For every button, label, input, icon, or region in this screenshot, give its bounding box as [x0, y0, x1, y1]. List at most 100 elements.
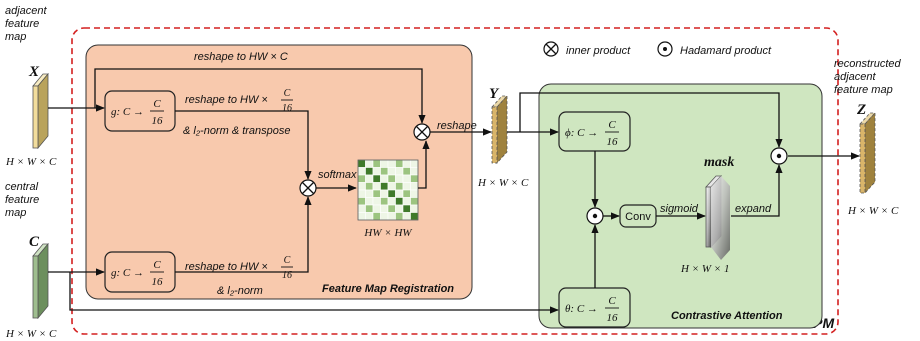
matrix-cell — [410, 189, 419, 198]
matrix-cell — [372, 189, 381, 198]
theta-den: 16 — [607, 312, 619, 324]
matrix-cell — [402, 167, 411, 176]
hadamard-icon — [586, 207, 604, 225]
adjacent-dims: H × W × C — [5, 156, 57, 168]
connectors — [48, 68, 860, 314]
bottom-g-prefix: g: C → — [111, 267, 144, 279]
matrix-cell — [402, 174, 411, 183]
fmr-panel — [85, 44, 473, 300]
output-caption-line: adjacent — [834, 71, 877, 83]
central-caption: central feature map — [5, 181, 39, 219]
matrix-cell — [402, 204, 411, 213]
central-caption-line: feature — [5, 194, 39, 206]
matrix-cell — [365, 212, 374, 221]
matrix-cell — [365, 204, 374, 213]
matrix-cell — [402, 197, 411, 206]
matrix-cell — [387, 212, 396, 221]
matrix-cell — [410, 204, 419, 213]
matrix-cell — [372, 212, 381, 221]
reshape-low-den: 16 — [282, 270, 292, 281]
central-caption-line: central — [5, 181, 39, 193]
reshape-low-num: C — [284, 255, 291, 266]
matrix-cell — [357, 159, 366, 168]
output-symbol: Z — [856, 102, 866, 118]
matrix-cell — [410, 159, 419, 168]
adjacent-caption-line: map — [5, 31, 26, 43]
inner-product-legend-label: inner product — [566, 45, 631, 57]
matrix-cell — [380, 189, 389, 198]
apm-region — [71, 27, 839, 335]
matrix-cell — [395, 182, 404, 191]
ca-panel — [538, 83, 823, 329]
adjacent-feature-block — [32, 72, 49, 150]
mask-dims: H × W × 1 — [680, 263, 729, 275]
matrix-cell — [357, 197, 366, 206]
matrix-border — [357, 159, 419, 221]
legend: inner product Hadamard product — [543, 41, 772, 57]
matrix-cell — [395, 174, 404, 183]
central-symbol: C — [29, 234, 40, 250]
matrix-cell — [410, 182, 419, 191]
ca-title: Contrastive Attention — [671, 310, 783, 322]
theta-prefix: θ: C → — [565, 303, 598, 315]
matrix-cell — [410, 197, 419, 206]
output-dims: H × W × C — [847, 205, 899, 217]
matrix-cell — [357, 167, 366, 176]
central-caption-line: map — [5, 207, 26, 219]
matrix-cell — [372, 167, 381, 176]
matrix-cell — [365, 159, 374, 168]
conv-label: Conv — [625, 211, 651, 223]
phi-den: 16 — [607, 136, 619, 148]
matrix-cell — [380, 167, 389, 176]
mask-label: mask — [704, 155, 734, 170]
matrix-cell — [372, 159, 381, 168]
matrix-cell — [402, 189, 411, 198]
matrix-dims: HW × HW — [363, 227, 412, 239]
matrix-cell — [380, 212, 389, 221]
matrix-cell — [395, 204, 404, 213]
matrix-cell — [365, 182, 374, 191]
matrix-cell — [395, 159, 404, 168]
top-g-prefix: g: C → — [111, 106, 144, 118]
matrix-cell — [380, 197, 389, 206]
matrix-cell — [372, 182, 381, 191]
matrix-cell — [402, 182, 411, 191]
l2-transpose-label: & l₂-norm & transpose — [183, 125, 291, 137]
matrix-cell — [402, 159, 411, 168]
matrix-cell — [380, 182, 389, 191]
adjacent-symbol: X — [28, 64, 40, 80]
expand-label: expand — [735, 203, 772, 215]
hadamard-icon — [770, 147, 788, 165]
affinity-matrix — [357, 159, 419, 221]
softmax-label: softmax — [318, 169, 357, 181]
matrix-cell — [365, 197, 374, 206]
reshape-hw-c-label: reshape to HW × C — [194, 51, 288, 63]
conv-box: Conv — [619, 204, 657, 228]
phi-box: ϕ: C → C 16 — [558, 111, 631, 152]
matrix-cell — [402, 212, 411, 221]
matrix-cell — [357, 212, 366, 221]
matrix-cell — [410, 167, 419, 176]
fmr-title: Feature Map Registration — [322, 283, 454, 295]
matrix-cell — [372, 204, 381, 213]
inner-product-icon — [299, 179, 317, 197]
matrix-cell — [372, 174, 381, 183]
inner-product-legend-icon — [543, 41, 559, 57]
matrix-cell — [395, 167, 404, 176]
matrix-cell — [357, 204, 366, 213]
middle-dims: H × W × C — [477, 177, 529, 189]
matrix-cell — [410, 174, 419, 183]
matrix-cell — [365, 189, 374, 198]
theta-num: C — [608, 295, 616, 307]
middle-symbol: Y — [489, 86, 500, 102]
central-feature-block — [32, 242, 49, 320]
matrix-cell — [395, 189, 404, 198]
adjacent-caption: adjacent feature map — [5, 5, 48, 43]
reshape-mid-label: reshape to HW × — [185, 94, 268, 106]
bottom-g-den: 16 — [152, 276, 164, 288]
matrix-cell — [357, 182, 366, 191]
reshape-mid-num: C — [284, 88, 291, 99]
top-g-box: g: C → C 16 — [104, 90, 176, 132]
adjacent-caption-line: feature — [5, 18, 39, 30]
